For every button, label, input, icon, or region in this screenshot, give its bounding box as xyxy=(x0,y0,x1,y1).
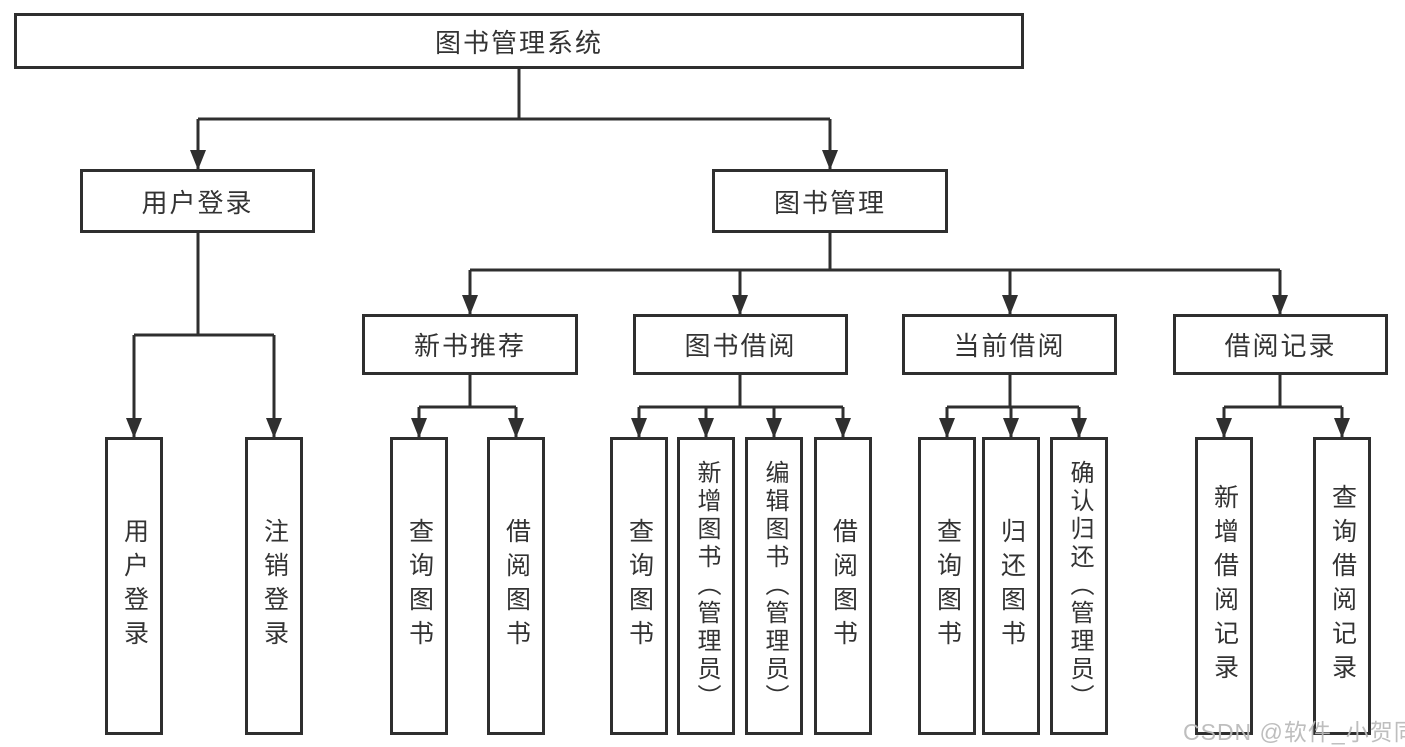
edge-line xyxy=(639,375,843,409)
csdn-watermark: CSDN @软件_小贺同学 xyxy=(1183,719,1405,745)
edge-line xyxy=(1224,375,1342,409)
leaf-query-borrow-record: 查询借阅记录 xyxy=(1313,437,1371,735)
connectors-user-login xyxy=(126,233,282,438)
edge-line xyxy=(134,233,274,337)
connectors-book-borrow xyxy=(631,375,851,438)
connectors-borrow-records xyxy=(1216,375,1350,438)
node-borrow-records: 借阅记录 xyxy=(1173,314,1388,375)
leaf-return-books: 归还图书 xyxy=(982,437,1040,735)
node-current-borrow: 当前借阅 xyxy=(902,314,1117,375)
edge-line xyxy=(419,375,516,409)
connectors-book-management xyxy=(462,233,1288,315)
leaf-query-books-current: 查询图书 xyxy=(918,437,976,735)
connectors-current-borrow xyxy=(939,375,1087,438)
edge-line xyxy=(470,233,1280,272)
edge-line xyxy=(947,375,1079,409)
node-new-book-recommend: 新书推荐 xyxy=(362,314,578,375)
edge-line xyxy=(198,69,830,121)
leaf-logout: 注销登录 xyxy=(245,437,303,735)
leaf-query-books-borrow: 查询图书 xyxy=(610,437,668,735)
node-user-login: 用户登录 xyxy=(80,169,315,233)
node-root-system: 图书管理系统 xyxy=(14,13,1024,69)
leaf-borrow-books: 借阅图书 xyxy=(814,437,872,735)
leaf-add-books-admin: 新增图书（管理员） xyxy=(677,437,735,735)
leaf-borrow-books-recommend: 借阅图书 xyxy=(487,437,545,735)
connectors-root xyxy=(190,69,838,170)
leaf-user-login: 用户登录 xyxy=(105,437,163,735)
node-book-borrow: 图书借阅 xyxy=(633,314,848,375)
leaf-query-books-recommend: 查询图书 xyxy=(390,437,448,735)
node-book-management: 图书管理 xyxy=(712,169,948,233)
leaf-confirm-return-admin: 确认归还（管理员） xyxy=(1050,437,1108,735)
connectors-new-book xyxy=(411,375,524,438)
leaf-edit-books-admin: 编辑图书（管理员） xyxy=(745,437,803,735)
leaf-add-borrow-record: 新增借阅记录 xyxy=(1195,437,1253,735)
